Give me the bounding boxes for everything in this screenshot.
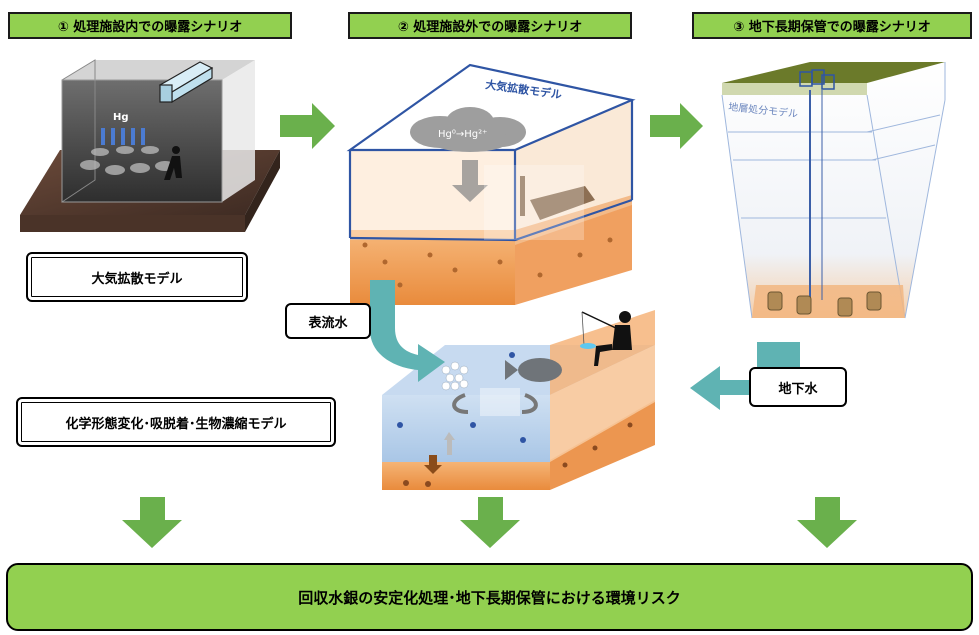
scenario2-header-label: ② 処理施設外での曝露シナリオ [397,20,583,35]
indoor-room-illustration: Hg [20,59,280,232]
surface-water-box: 表流水 [285,303,371,339]
scenario2-header: ② 処理施設外での曝露シナリオ [348,12,632,39]
scenario1-header-label: ① 処理施設内での曝露シナリオ [57,20,243,35]
air-diffusion-model-label: 大気拡散モデル [91,271,183,287]
air-diffusion-model-box: 大気拡散モデル [26,252,248,302]
chemical-model-label: 化学形態変化･吸脱着･生物濃縮モデル [65,416,287,432]
scenario3-header: ③ 地下長期保管での曝露シナリオ [692,12,972,39]
outdoor-box-illustration: Hg⁰→Hg²⁺ 大気拡散モデル [346,63,636,305]
environmental-risk-banner: 回収水銀の安定化処理･地下長期保管における環境リスク [6,563,973,631]
hg-label: Hg [113,112,129,123]
surface-water-label: 表流水 [308,315,348,331]
scenario3-header-label: ③ 地下長期保管での曝露シナリオ [733,20,931,35]
groundwater-label: 地下水 [778,381,818,397]
green-arrows [122,103,857,548]
water-body-illustration [382,310,655,490]
environmental-risk-label: 回収水銀の安定化処理･地下長期保管における環境リスク [298,588,681,607]
groundwater-box: 地下水 [749,367,847,407]
chemical-model-box: 化学形態変化･吸脱着･生物濃縮モデル [16,397,336,447]
geological-disposal-illustration: 地層処分モデル [721,62,946,319]
scenario1-header: ① 処理施設内での曝露シナリオ [8,12,292,39]
hg-species-label: Hg⁰→Hg²⁺ [438,129,487,140]
